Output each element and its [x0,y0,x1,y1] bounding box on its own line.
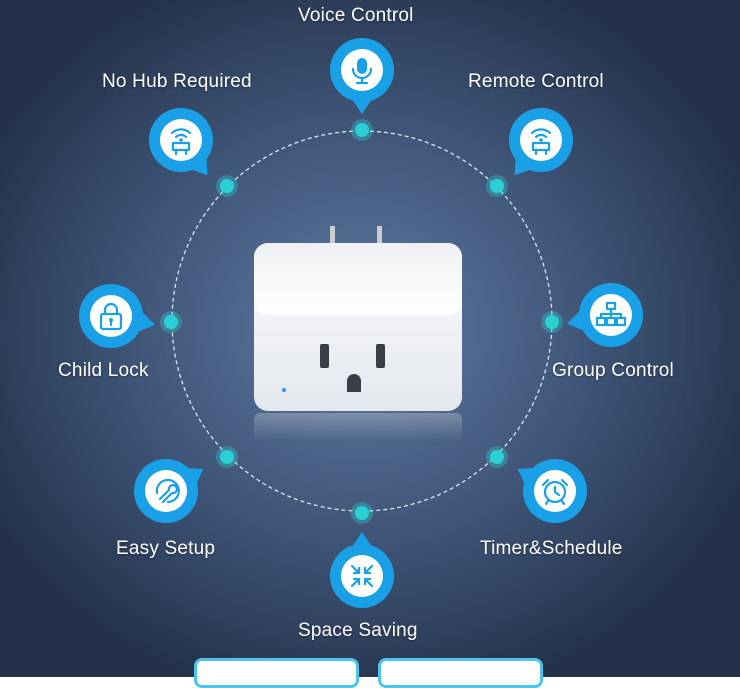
wifi-router-icon [170,128,192,156]
node-voice-control [351,119,373,141]
label-space-saving: Space Saving [298,620,418,641]
node-space-saving [351,502,373,524]
node-child-lock [160,311,182,333]
alarm-clock-icon [541,478,569,506]
badge-space-saving [330,532,394,608]
padlock-icon [99,302,123,331]
badge-group-control [567,283,643,347]
badge-easy-setup [134,459,204,523]
label-timer-schedule: Timer&Schedule [480,538,623,559]
smart-plug-image [254,226,462,441]
badge-no-hub-required [149,108,213,176]
node-easy-setup [216,446,238,468]
wifi-router-icon [530,128,552,156]
wrench-gear-icon [155,478,180,504]
bottom-card-left [194,658,359,688]
node-no-hub-required [216,175,238,197]
badge-voice-control [330,38,394,114]
status-led [282,388,286,392]
network-tree-icon [595,301,627,327]
label-group-control: Group Control [552,360,674,381]
node-timer-schedule [486,446,508,468]
bottom-card-right [378,658,543,688]
badge-child-lock [79,284,155,348]
label-easy-setup: Easy Setup [116,538,216,559]
badge-timer-schedule [517,459,587,523]
badge-remote-control [509,108,573,176]
microphone-icon [351,58,373,85]
arrows-in-icon [350,564,374,588]
label-no-hub-required: No Hub Required [102,71,252,92]
label-remote-control: Remote Control [468,71,604,92]
node-group-control [541,311,563,333]
label-voice-control: Voice Control [298,5,414,26]
node-remote-control [486,175,508,197]
label-child-lock: Child Lock [58,360,149,381]
